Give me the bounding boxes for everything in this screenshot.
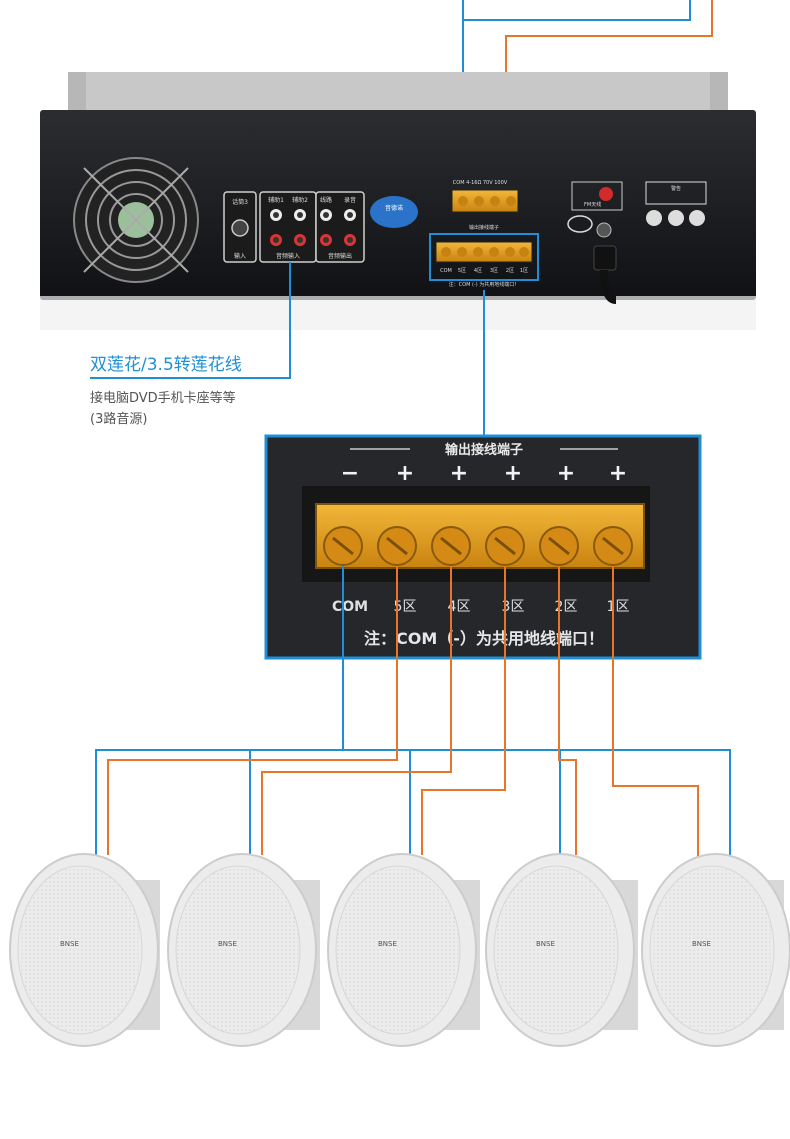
speaker-1-brand: BNSE xyxy=(60,940,79,948)
zone-2: 2区 xyxy=(555,599,578,615)
aux2-label: 辅助2 xyxy=(292,196,308,204)
polarity-0: − xyxy=(341,461,359,486)
callout-desc-line1: 接电脑DVD手机卡座等等 xyxy=(90,388,290,409)
small-zone-1: 5区 xyxy=(458,268,466,274)
input-label: 输入 xyxy=(234,252,246,260)
small-zone-4: 2区 xyxy=(506,268,514,274)
zoom-note: 注：COM（-）为共用地线端口！ xyxy=(364,629,604,648)
small-zone-0: COM xyxy=(440,268,452,274)
zone-1: 1区 xyxy=(607,599,630,615)
polarity-4: + xyxy=(557,461,575,486)
aux1-label: 辅助1 xyxy=(268,196,284,204)
small-zone-2: 4区 xyxy=(474,268,482,274)
audio-output-label: 音频输出 xyxy=(328,252,352,260)
speaker-1: BNSE xyxy=(10,854,160,1046)
small-note: 注：COM (-) 为共用地线端口！ xyxy=(449,281,520,288)
amplifier-rear-panel: 话筒3 输入 辅助1 辅助2 线路 录音 音频输入 音频输出 xyxy=(40,72,756,330)
polarity-3: + xyxy=(504,461,522,486)
small-zone-5: 1区 xyxy=(520,268,528,274)
speaker-3-brand: BNSE xyxy=(378,940,397,948)
output-terminals-small-label: 输出接线端子 xyxy=(469,224,499,231)
speaker-5: BNSE xyxy=(642,854,790,1046)
speaker-2-brand: BNSE xyxy=(218,940,237,948)
mic3-label: 话筒3 xyxy=(232,198,248,206)
callout-description: 接电脑DVD手机卡座等等 (3路音源) xyxy=(90,388,290,430)
small-zone-3: 3区 xyxy=(490,268,498,274)
mic-input-jack: 话筒3 输入 xyxy=(224,192,256,262)
ceiling-speakers: BNSE BNSE BNSE BNSE BNSE xyxy=(10,854,790,1046)
terminal-zoom-panel: 输出接线端子 − + + + + + COM 5区 4区 3区 2区 1区 注：… xyxy=(266,436,700,658)
aux-input-label: 音频输入 xyxy=(276,252,300,260)
fm-label: FM天线 xyxy=(584,201,601,208)
rca-input-block: 辅助1 辅助2 线路 录音 音频输入 音频输出 xyxy=(260,192,364,262)
callout-desc-line2: (3路音源) xyxy=(90,409,290,430)
speaker-5-brand: BNSE xyxy=(692,940,711,948)
zoom-header: 输出接线端子 xyxy=(445,442,523,458)
warning-label: 警告 xyxy=(671,185,681,192)
speaker-3: BNSE xyxy=(328,854,480,1046)
callout-title: 双莲花/3.5转莲花线 xyxy=(90,350,242,375)
record-label: 录音 xyxy=(344,196,356,204)
speaker-4-brand: BNSE xyxy=(536,940,555,948)
speaker-4: BNSE xyxy=(486,854,638,1046)
brand-badge: 音德诺 xyxy=(370,196,418,228)
badge-label: 音德诺 xyxy=(385,204,403,212)
zone-com: COM xyxy=(332,599,368,615)
polarity-2: + xyxy=(450,461,468,486)
line-label: 线路 xyxy=(320,196,332,204)
speaker-2: BNSE xyxy=(168,854,320,1046)
voltage-strip-label: COM 4-16Ω 70V 100V xyxy=(453,180,508,186)
polarity-1: + xyxy=(396,461,414,486)
cooling-fan xyxy=(74,158,198,282)
polarity-5: + xyxy=(609,461,627,486)
